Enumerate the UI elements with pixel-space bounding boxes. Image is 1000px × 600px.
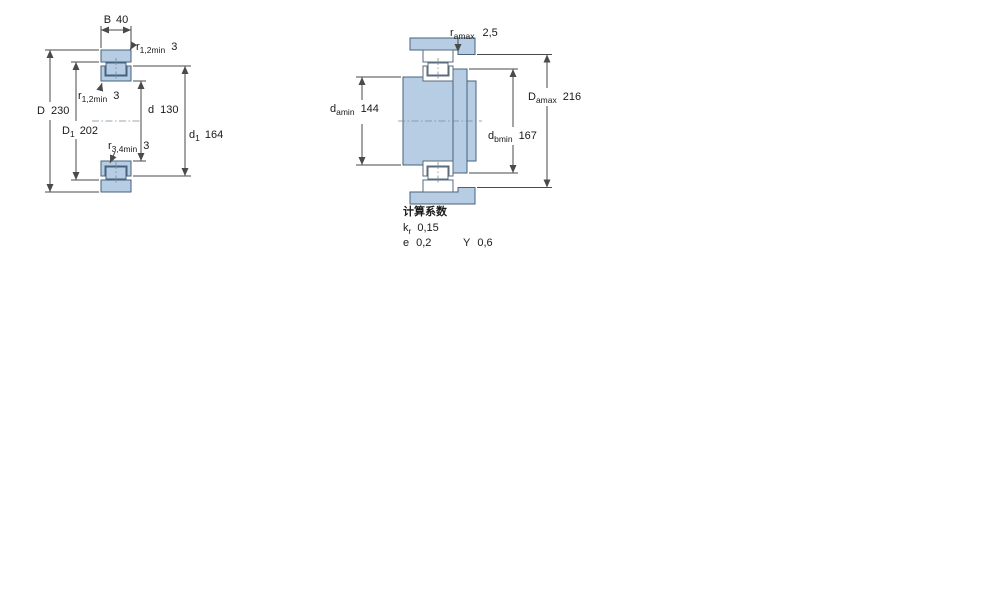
housing-bottom-section <box>409 187 476 205</box>
inner-ring-bottom-outline <box>422 160 454 177</box>
leader-line <box>129 41 138 51</box>
leader-line <box>96 82 104 92</box>
inner-ring-top-outline <box>422 65 454 82</box>
leader-line <box>109 151 117 164</box>
inner-ring-top-section <box>100 65 132 82</box>
calculation-factors-title: 计算系数 <box>403 204 448 218</box>
